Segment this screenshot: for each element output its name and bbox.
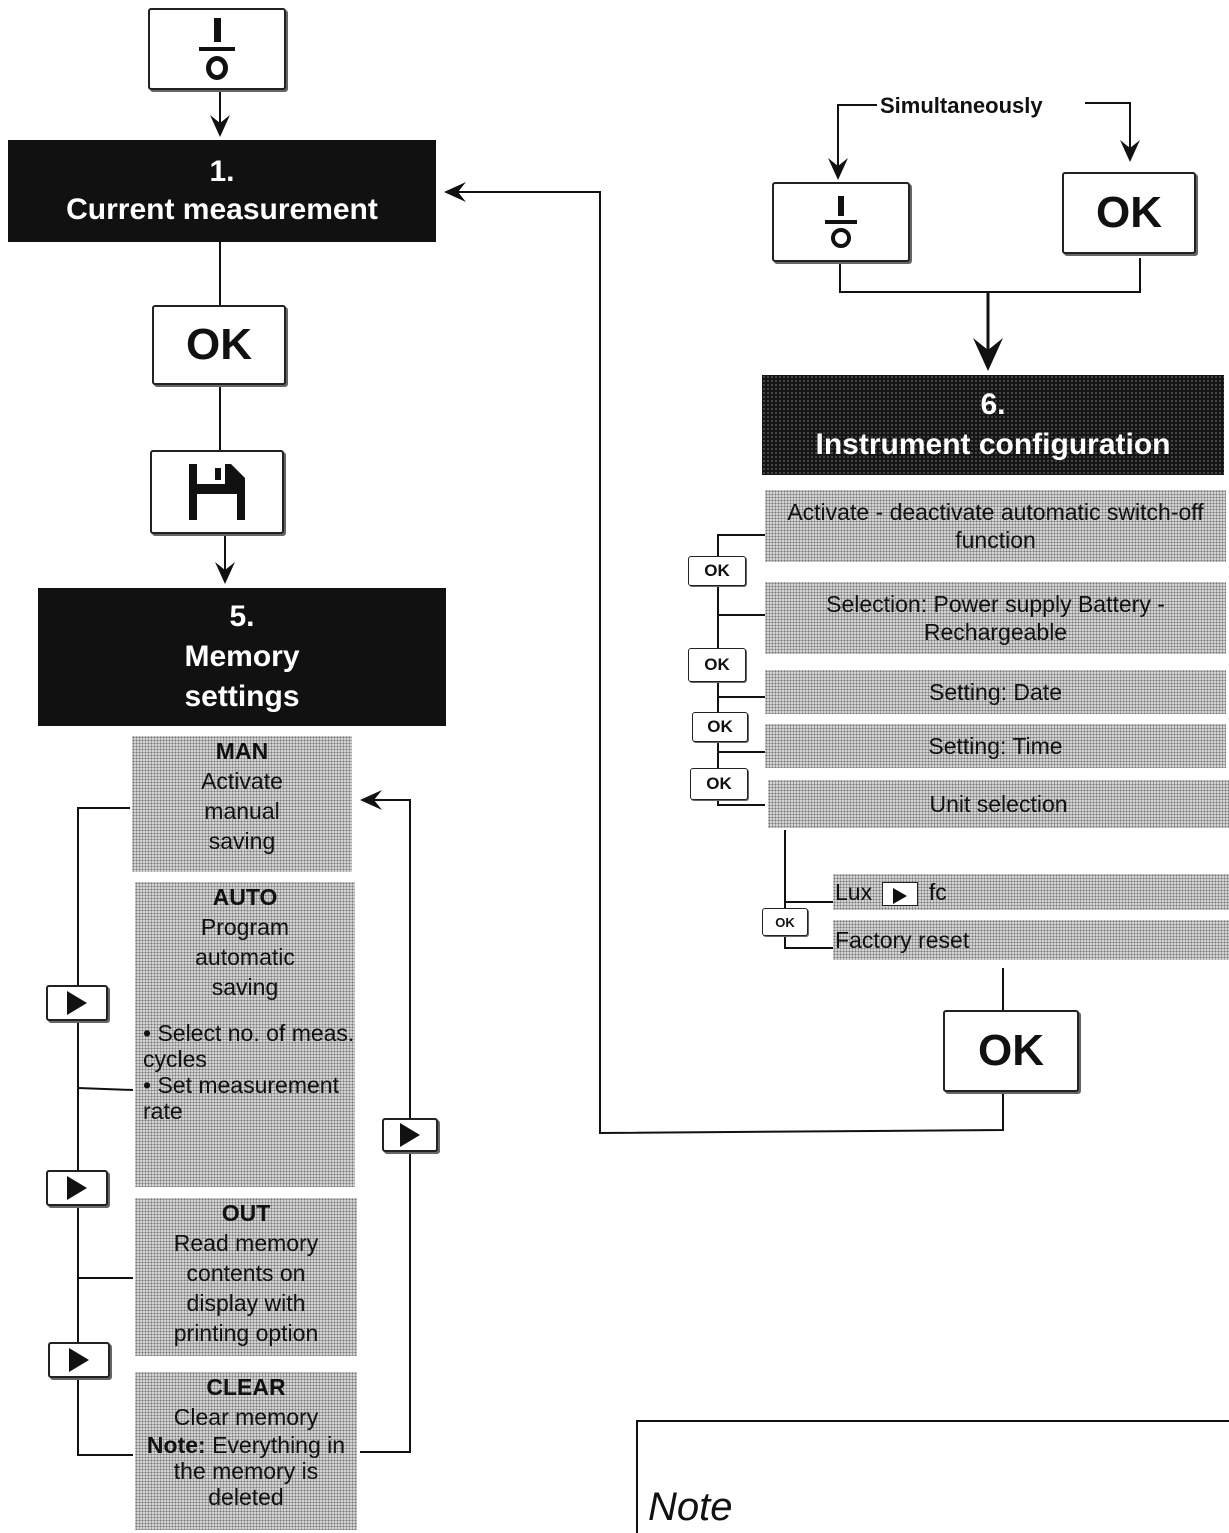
ok-small-1[interactable]: OK (688, 556, 746, 586)
config-date: Setting: Date (765, 670, 1226, 714)
item-head: AUTO (212, 884, 278, 910)
next-button-2[interactable] (46, 1170, 108, 1206)
auto-bullet-1: • Select no. of meas. cycles (143, 1020, 355, 1072)
lux-label: Lux (835, 879, 873, 905)
item-line: display with (186, 1290, 306, 1316)
step1-number: 1. (209, 155, 235, 188)
line-to-lux (784, 830, 833, 903)
item-head: MAN (215, 738, 269, 764)
ok-button-final[interactable]: OK (943, 1010, 1079, 1092)
unit-lux-fc: Lux fc (833, 874, 1229, 910)
play-icon (893, 887, 908, 904)
item-line: saving (208, 828, 276, 854)
power-button-right[interactable] (772, 182, 910, 262)
simultaneously-label: Simultaneously (880, 93, 1043, 118)
ok-small-5[interactable]: OK (762, 908, 808, 936)
ok-button-left[interactable]: OK (152, 305, 286, 385)
step5-title-line1: Memory (184, 640, 300, 673)
item-line: saving (211, 974, 279, 1000)
arrow-simultaneously-left (828, 104, 877, 180)
memory-item-man: MAN Activate manual saving (132, 736, 352, 872)
power-ring-icon (831, 228, 851, 248)
memory-item-clear: CLEAR Clear memory Note: Everything in t… (135, 1372, 357, 1530)
config-time: Setting: Time (765, 724, 1226, 768)
config-unit-selection: Unit selection (768, 780, 1229, 828)
play-icon (67, 991, 87, 1015)
item-line: Activate (201, 768, 283, 794)
item-line: automatic (195, 944, 295, 970)
item-line: Read memory (173, 1230, 319, 1256)
memory-left-loop (77, 807, 133, 1456)
step1-current-measurement: 1. Current measurement (8, 140, 436, 242)
auto-bullet-2: • Set measurement rate (143, 1072, 339, 1124)
item-line: contents on (186, 1260, 306, 1286)
step5-title-line2: settings (184, 680, 300, 713)
arrow-simultaneously-right (1085, 102, 1140, 162)
save-button[interactable] (150, 450, 284, 534)
step5-number: 5. (229, 600, 255, 633)
tick-auto (77, 1087, 134, 1091)
item-line: Program (200, 914, 290, 940)
power-bar-icon (213, 18, 221, 42)
floppy-disk-icon (189, 464, 245, 520)
item-line: Clear memory (173, 1404, 319, 1430)
next-button-1[interactable] (46, 985, 108, 1021)
memory-item-out: OUT Read memory contents on display with… (135, 1198, 357, 1356)
item-head: CLEAR (206, 1374, 286, 1400)
join-lines (839, 258, 1141, 293)
note-text: Everything in the memory is deleted (173, 1432, 346, 1510)
step1-title: Current measurement (66, 193, 378, 226)
ok-button-right[interactable]: OK (1062, 172, 1196, 254)
memory-item-auto: AUTO Program automatic saving • Select n… (135, 882, 355, 1187)
note-label: Note: (146, 1432, 206, 1458)
config-switch-off: Activate - deactivate automatic switch-o… (765, 490, 1226, 562)
next-button-right[interactable] (382, 1118, 438, 1152)
factory-reset: Factory reset (833, 920, 1229, 960)
item-head: OUT (221, 1200, 271, 1226)
clear-note: Note: Everything in the memory is delete… (135, 1432, 357, 1510)
power-bar-icon (838, 196, 844, 216)
play-icon (400, 1123, 420, 1147)
next-button-3[interactable] (48, 1342, 110, 1378)
arrow-box (882, 881, 919, 906)
step6-instrument-configuration: 6. Instrument configuration (762, 375, 1224, 475)
item-line: printing option (173, 1320, 319, 1346)
item-line: manual (204, 798, 280, 824)
step6-title: Instrument configuration (815, 428, 1171, 461)
step6-number: 6. (980, 388, 1006, 421)
note-title: Note (648, 1485, 733, 1529)
play-icon (69, 1348, 89, 1372)
fc-label: fc (928, 879, 947, 905)
note-box: Note (636, 1420, 1229, 1533)
ok-small-4[interactable]: OK (690, 768, 748, 800)
power-ring-icon (206, 56, 228, 80)
power-button[interactable] (148, 8, 286, 90)
ok-small-3[interactable]: OK (692, 712, 748, 742)
step5-memory-settings: 5. Memory settings (38, 588, 446, 726)
ok-small-2[interactable]: OK (688, 648, 746, 682)
play-icon (67, 1176, 87, 1200)
return-arrow-to-step1 (444, 182, 1004, 1135)
config-power-supply: Selection: Power supply Battery - Rechar… (765, 582, 1226, 654)
